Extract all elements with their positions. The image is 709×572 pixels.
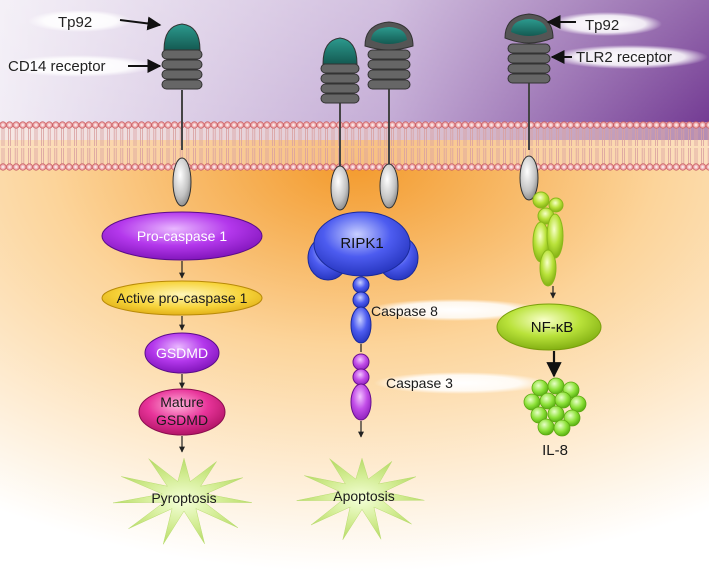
left-ligand-label: Tp92 — [58, 14, 92, 31]
middle-receptors — [320, 21, 414, 211]
il-8-label: IL-8 — [542, 442, 568, 459]
right-ligand-label: Tp92 — [585, 17, 619, 34]
gsdmd-label: GSDMD — [156, 345, 208, 361]
mature-gsdmd-label-line2: GSDMD — [156, 412, 208, 428]
nfkb-pathway: NF-κB IL-8 — [496, 191, 602, 459]
ripk1-label: RIPK1 — [340, 235, 383, 252]
apoptosis-splat — [296, 457, 425, 540]
left-ligand-arrow — [119, 16, 162, 31]
ripk1-node — [313, 211, 411, 277]
apoptosis-pathway: RIPK1 Caspase 8 Caspase 3 Apoptosis — [296, 211, 546, 540]
pyroptosis-pathway: Pro-caspase 1 Active pro-caspase 1 GSDMD… — [101, 211, 263, 545]
tp92-ligand-left — [163, 23, 201, 51]
caspase-3-node — [352, 353, 370, 371]
mature-gsdmd-label-line1: Mature — [160, 394, 204, 410]
pyroptosis-splat — [112, 457, 252, 545]
left-receptor-label: CD14 receptor — [8, 58, 106, 75]
caspase-3-label: Caspase 3 — [386, 375, 453, 391]
il-8-cluster — [523, 377, 587, 437]
nfkb-node — [496, 303, 602, 351]
caspase-8-label: Caspase 8 — [371, 303, 438, 319]
tlr2-receptor — [504, 13, 554, 201]
right-receptor-label: TLR2 receptor — [576, 49, 672, 66]
gsdmd-node — [144, 332, 220, 374]
pro-caspase-1-node — [101, 211, 263, 261]
active-pro-caspase-1-node — [101, 280, 263, 316]
caspase-8-node — [352, 276, 370, 294]
pyroptosis-label: Pyroptosis — [151, 490, 216, 506]
cell-membrane — [0, 121, 709, 171]
mature-gsdmd-node — [138, 388, 226, 436]
apoptosis-label: Apoptosis — [333, 488, 394, 504]
cd14-receptor — [161, 23, 203, 207]
nfkb-label: NF-κB — [531, 319, 574, 336]
pro-caspase-1-label: Pro-caspase 1 — [137, 228, 227, 244]
active-pro-caspase-1-label: Active pro-caspase 1 — [117, 290, 248, 306]
